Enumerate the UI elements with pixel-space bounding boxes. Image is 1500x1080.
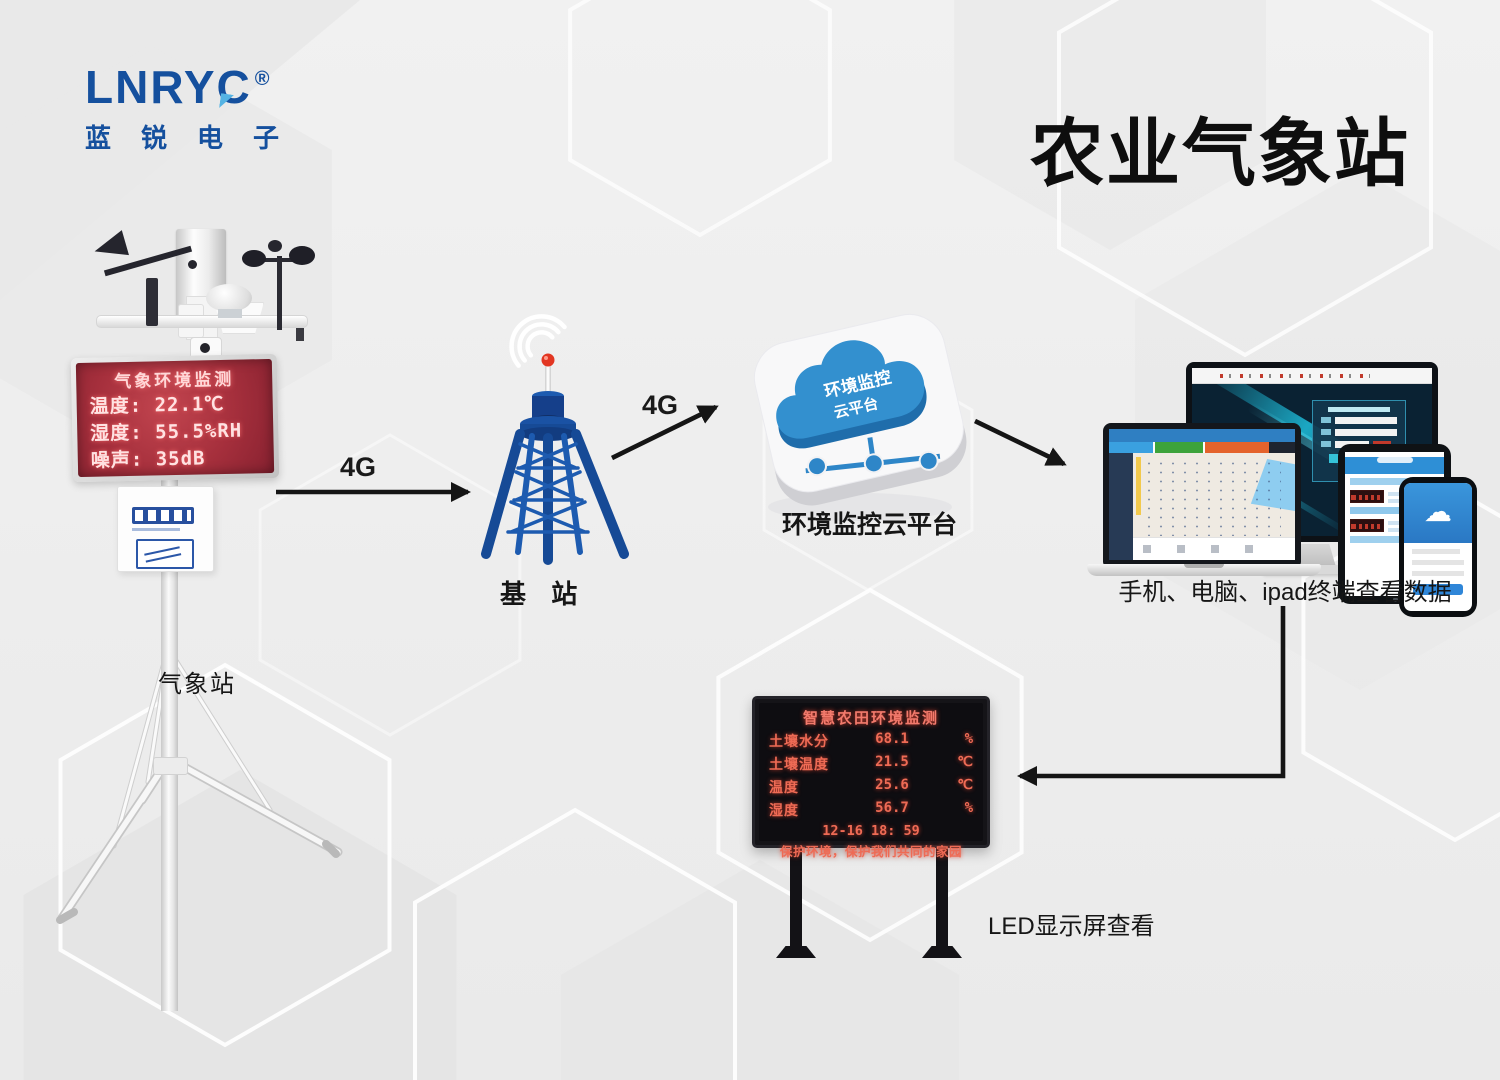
station-pole (161, 466, 178, 1011)
led-slogan: 保护环境，保护我们共同的家园 (779, 845, 962, 859)
control-box-label-line (132, 528, 180, 531)
led-row-humidity: 湿度 56.7 % (769, 800, 973, 819)
led-board-foot (922, 946, 962, 958)
brand-wordmark: LNRYC® (85, 64, 309, 110)
cloud-platform-label: 环境监控云平台 (781, 511, 957, 539)
registered-mark: ® (254, 68, 270, 90)
led-title: 智慧农田环境监测 (802, 710, 939, 727)
arm-end-sensor (296, 328, 304, 341)
map-view (1133, 453, 1295, 560)
wind-vane-post (146, 278, 158, 326)
app-sidebar (1109, 453, 1133, 560)
antenna-beacon (541, 353, 555, 367)
tablet-home-button (1392, 597, 1398, 602)
page-title: 农业气象站 (1030, 112, 1410, 195)
weather-display-title: 气象环境监测 (114, 369, 235, 392)
brand-name: LNRYC (85, 61, 252, 113)
led-row-soil-temperature: 土壤温度 21.5 ℃ (769, 754, 973, 773)
devices-label: 手机、电脑、ipad终端查看数据 (1118, 579, 1452, 606)
smartphone: ☁ (1399, 477, 1477, 617)
led-board-leg (790, 842, 802, 950)
tower-lattice (481, 429, 629, 565)
phone-app-button (1413, 584, 1463, 595)
link-4g-label-2: 4G (642, 390, 679, 420)
app-toolbar (1109, 442, 1295, 453)
anemometer-cup-left (242, 250, 266, 267)
cloud-platform-illustration: 环境监控 云平台 (753, 313, 967, 521)
anemometer-cup-center (268, 240, 282, 252)
browser-toolbar (1192, 368, 1432, 384)
led-display-label: LED显示屏查看 (988, 913, 1155, 940)
laptop-base (1087, 564, 1321, 576)
control-box-diagram (136, 539, 194, 569)
weather-display-row-noise: 噪声: 35dB (90, 447, 206, 472)
led-row-temperature: 温度 25.6 ℃ (769, 777, 973, 796)
phone-screen: ☁ (1404, 483, 1472, 611)
weather-display-row-humidity: 湿度: 55.5%RH (90, 419, 243, 445)
cloud-icon: 环境监控 云平台 (776, 340, 927, 449)
weather-display-board: 气象环境监测 温度: 22.1℃ 湿度: 55.5%RH 噪声: 35dB (70, 353, 280, 483)
wind-vane-counterweight (188, 260, 197, 269)
led-display-screen: 智慧农田环境监测 土壤水分 68.1 % 土壤温度 21.5 ℃ 温度 25.6… (759, 703, 983, 859)
link-4g-label-1: 4G (340, 452, 377, 482)
control-box-label (132, 507, 194, 524)
network-nodes (805, 437, 941, 477)
app-title-bar (1109, 429, 1295, 442)
cloud-weather-icon: ☁ (1424, 495, 1452, 528)
led-row-soil-moisture: 土壤水分 68.1 % (769, 731, 973, 750)
anemometer-rod (277, 256, 282, 330)
wifi-signal-icon (509, 314, 567, 368)
control-box (117, 486, 214, 572)
anemometer-arm (249, 258, 311, 262)
led-board-leg (936, 842, 948, 950)
led-board-foot (776, 946, 816, 958)
base-station-tower (481, 314, 629, 565)
brand-subtitle: 蓝锐电子 (85, 123, 310, 153)
tablet-app-header (1345, 457, 1444, 474)
pole-joint (153, 757, 188, 775)
base-station-label: 基 站 (500, 579, 587, 609)
dome-neck (218, 309, 242, 318)
tablet (1338, 444, 1451, 604)
weather-station-label: 气象站 (158, 671, 236, 698)
laptop-screen (1109, 429, 1295, 560)
weather-display-screen: 气象环境监测 温度: 22.1℃ 湿度: 55.5%RH 噪声: 35dB (75, 358, 275, 478)
led-display-board: 智慧农田环境监测 土壤水分 68.1 % 土壤温度 21.5 ℃ 温度 25.6… (752, 696, 990, 859)
laptop (1103, 423, 1301, 566)
weather-display-row-temperature: 温度: 22.1℃ (89, 392, 225, 418)
brand-logo: LNRYC® 蓝锐电子 (85, 64, 309, 155)
radiation-shield-dome (206, 284, 252, 312)
weather-app-header: ☁ (1404, 483, 1472, 543)
led-datetime: 12-16 18: 59 (822, 823, 920, 839)
anemometer-cup-right (289, 246, 315, 265)
